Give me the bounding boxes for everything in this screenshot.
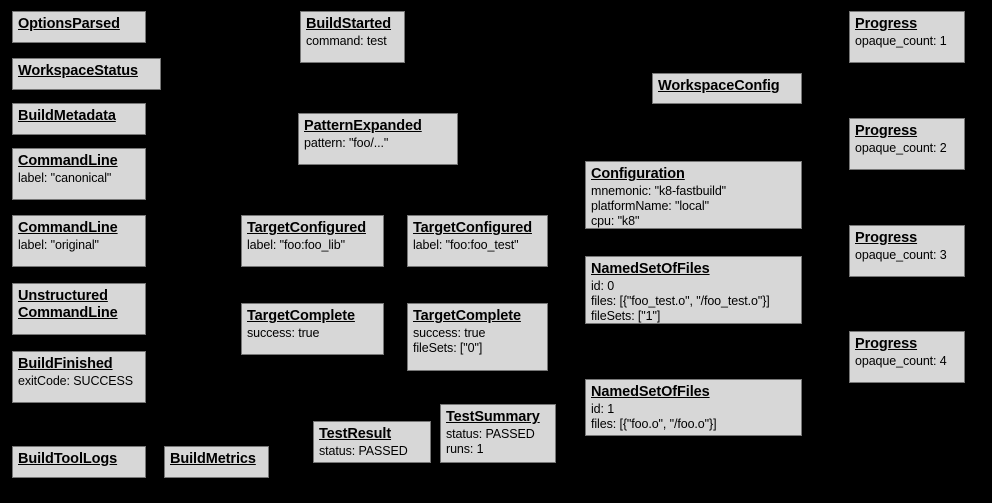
node-fields: label: "original" bbox=[18, 238, 99, 252]
node-workspace-config[interactable]: WorkspaceConfig bbox=[652, 73, 802, 104]
node-fields: success: true fileSets: ["0"] bbox=[413, 326, 486, 355]
node-fields: opaque_count: 4 bbox=[855, 354, 947, 368]
node-title: Configuration bbox=[591, 166, 685, 182]
node-fields: label: "foo:foo_test" bbox=[413, 238, 519, 252]
node-build-finished[interactable]: BuildFinished exitCode: SUCCESS bbox=[12, 351, 146, 403]
node-title: WorkspaceStatus bbox=[18, 63, 138, 79]
node-pattern-expanded[interactable]: PatternExpanded pattern: "foo/..." bbox=[298, 113, 458, 165]
node-build-tool-logs[interactable]: BuildToolLogs bbox=[12, 446, 146, 478]
node-title: Progress bbox=[855, 16, 918, 32]
node-fields: command: test bbox=[306, 34, 387, 48]
node-title: OptionsParsed bbox=[18, 16, 120, 32]
node-title: NamedSetOfFiles bbox=[591, 384, 710, 400]
node-progress-1[interactable]: Progress opaque_count: 1 bbox=[849, 11, 965, 63]
node-fields: label: "canonical" bbox=[18, 171, 112, 185]
node-title: BuildStarted bbox=[306, 16, 392, 32]
node-fields: opaque_count: 2 bbox=[855, 141, 947, 155]
node-build-metrics[interactable]: BuildMetrics bbox=[164, 446, 269, 478]
node-target-configured-foo-test[interactable]: TargetConfigured label: "foo:foo_test" bbox=[407, 215, 548, 267]
node-test-summary[interactable]: TestSummary status: PASSED runs: 1 bbox=[440, 404, 556, 463]
node-target-configured-foo-lib[interactable]: TargetConfigured label: "foo:foo_lib" bbox=[241, 215, 384, 267]
node-title: TargetConfigured bbox=[247, 220, 366, 236]
node-fields: pattern: "foo/..." bbox=[304, 136, 389, 150]
node-title: BuildFinished bbox=[18, 356, 113, 372]
node-title: NamedSetOfFiles bbox=[591, 261, 710, 277]
node-test-result[interactable]: TestResult status: PASSED bbox=[313, 421, 431, 463]
node-fields: mnemonic: "k8-fastbuild" platformName: "… bbox=[591, 184, 727, 228]
node-fields: opaque_count: 1 bbox=[855, 34, 947, 48]
node-title: BuildToolLogs bbox=[18, 451, 118, 467]
node-command-line-canonical[interactable]: CommandLine label: "canonical" bbox=[12, 148, 146, 200]
node-configuration[interactable]: Configuration mnemonic: "k8-fastbuild" pl… bbox=[585, 161, 802, 229]
node-fields: id: 1 files: [{"foo.o", "/foo.o"}] bbox=[591, 402, 717, 431]
node-fields: success: true bbox=[247, 326, 320, 340]
node-title: Progress bbox=[855, 336, 918, 352]
node-target-complete-test[interactable]: TargetComplete success: true fileSets: ["… bbox=[407, 303, 548, 371]
node-title: TargetConfigured bbox=[413, 220, 532, 236]
node-title: Progress bbox=[855, 123, 918, 139]
node-title: TargetComplete bbox=[413, 308, 521, 324]
node-unstructured-command-line[interactable]: Unstructured CommandLine bbox=[12, 283, 146, 335]
node-fields: exitCode: SUCCESS bbox=[18, 374, 134, 388]
node-progress-2[interactable]: Progress opaque_count: 2 bbox=[849, 118, 965, 170]
node-fields: opaque_count: 3 bbox=[855, 248, 947, 262]
node-title: PatternExpanded bbox=[304, 118, 422, 134]
node-build-metadata[interactable]: BuildMetadata bbox=[12, 103, 146, 135]
node-named-set-of-files-1[interactable]: NamedSetOfFiles id: 1 files: [{"foo.o", "… bbox=[585, 379, 802, 436]
node-named-set-of-files-0[interactable]: NamedSetOfFiles id: 0 files: [{"foo_test.… bbox=[585, 256, 802, 324]
node-fields: label: "foo:foo_lib" bbox=[247, 238, 345, 252]
node-title: BuildMetrics bbox=[170, 451, 256, 467]
node-title: BuildMetadata bbox=[18, 108, 116, 124]
node-options-parsed[interactable]: OptionsParsed bbox=[12, 11, 146, 43]
node-fields: status: PASSED bbox=[319, 444, 408, 458]
node-fields: status: PASSED runs: 1 bbox=[446, 427, 535, 456]
node-progress-4[interactable]: Progress opaque_count: 4 bbox=[849, 331, 965, 383]
node-title: CommandLine bbox=[18, 153, 118, 169]
node-title: TestSummary bbox=[446, 409, 540, 425]
node-title: TargetComplete bbox=[247, 308, 355, 324]
node-title: Unstructured CommandLine bbox=[18, 288, 118, 321]
node-title: Progress bbox=[855, 230, 918, 246]
node-title: CommandLine bbox=[18, 220, 118, 236]
node-workspace-status[interactable]: WorkspaceStatus bbox=[12, 58, 161, 90]
node-title: TestResult bbox=[319, 426, 392, 442]
node-command-line-original[interactable]: CommandLine label: "original" bbox=[12, 215, 146, 267]
node-title: WorkspaceConfig bbox=[658, 78, 780, 94]
node-target-complete-lib[interactable]: TargetComplete success: true bbox=[241, 303, 384, 355]
node-build-started[interactable]: BuildStarted command: test bbox=[300, 11, 405, 63]
node-fields: id: 0 files: [{"foo_test.o", "/foo_test.… bbox=[591, 279, 770, 323]
node-progress-3[interactable]: Progress opaque_count: 3 bbox=[849, 225, 965, 277]
